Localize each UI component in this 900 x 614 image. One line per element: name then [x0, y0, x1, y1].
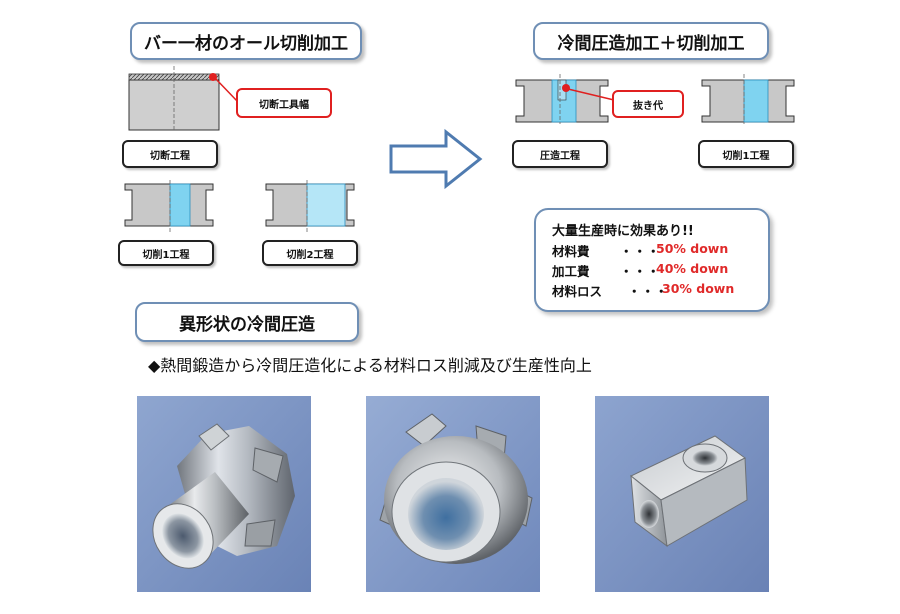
forged-part-photo-1	[137, 396, 311, 592]
benefit-name: 材料費	[552, 244, 590, 259]
cut2-process-label: 切削2工程	[262, 240, 358, 266]
benefit-dots: ・・・	[620, 244, 661, 259]
benefits-heading: 大量生産時に効果あり!!	[552, 224, 694, 239]
right-cut1-process-label: 切削1工程	[698, 140, 794, 168]
removal-allowance-label: 抜き代	[612, 90, 684, 118]
bar-stock-diagram	[128, 66, 220, 132]
benefit-row-material-cost: 材料費 ・・・ 50% down	[552, 241, 762, 259]
forged-part-photo-3	[595, 396, 769, 592]
removal-leader-line	[567, 88, 615, 101]
section-title: 異形状の冷間圧造	[135, 302, 359, 342]
cut2-part-diagram	[265, 180, 355, 232]
benefit-name: 加工費	[552, 264, 590, 279]
benefit-row-material-loss: 材料ロス ・・・ 30% down	[552, 281, 762, 299]
forged-part-diagram	[515, 74, 609, 124]
left-panel-title: バー一材のオール切削加工	[130, 22, 362, 60]
benefit-value: 50% down	[656, 241, 729, 256]
forging-process-label: 圧造工程	[512, 140, 608, 168]
right-arrow-icon	[389, 128, 483, 190]
section-description: ◆熱間鍛造から冷間圧造化による材料ロス削減及び生産性向上	[148, 356, 592, 375]
benefit-value: 40% down	[656, 261, 729, 276]
benefit-dots: ・・・	[628, 284, 669, 299]
benefit-value: 30% down	[662, 281, 735, 296]
cut1-part-diagram	[124, 180, 214, 232]
right-panel-title: 冷間圧造加工＋切削加工	[533, 22, 769, 60]
cut1-process-label: 切削1工程	[118, 240, 214, 266]
benefits-box: 大量生産時に効果あり!! 材料費 ・・・ 50% down 加工費 ・・・ 40…	[534, 208, 770, 312]
benefit-dots: ・・・	[620, 264, 661, 279]
cut-tool-width-label: 切断工具幅	[236, 88, 332, 118]
benefit-row-processing-cost: 加工費 ・・・ 40% down	[552, 261, 762, 279]
right-cut1-part-diagram	[701, 74, 795, 124]
cut-process-label: 切断工程	[122, 140, 218, 168]
forged-part-photo-2	[366, 396, 540, 592]
cut-width-leader-line	[213, 76, 239, 103]
benefit-name: 材料ロス	[552, 284, 603, 299]
